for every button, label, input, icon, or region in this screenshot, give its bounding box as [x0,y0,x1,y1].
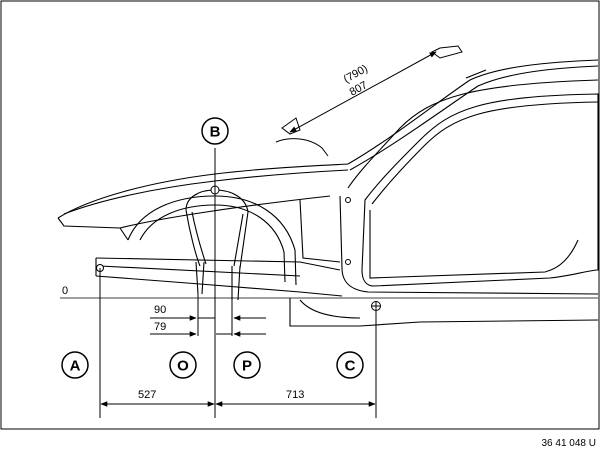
fastener-pillar-top [345,197,351,203]
reference-point-o: O [169,351,197,379]
fastener-points [96,185,381,311]
reference-label-a: A [70,358,81,375]
reference-label-p: P [242,358,252,375]
offset-dimensions [150,315,266,337]
car-body-outline [57,59,599,327]
reference-point-c: C [336,351,364,379]
reference-point-a: A [61,351,89,379]
reference-label-b: B [210,124,221,141]
dimension-79: 79 [154,321,166,333]
datum-lines [99,148,377,418]
reference-label-c: C [345,358,356,375]
dimension-713: 713 [286,389,304,401]
drawing-frame [0,0,600,430]
figure-code: 36 41 048 U [542,438,597,449]
wiper-detail [275,45,463,157]
dimension-90: 90 [154,304,166,316]
reference-label-o: O [177,358,189,375]
zero-line-label: 0 [62,285,68,297]
reference-point-p: P [233,351,261,379]
diagonal-dimension-line [289,51,437,133]
diagonal-dimension-top: (790) [342,63,370,86]
fastener-pillar-bottom [345,259,351,265]
dimension-527: 527 [138,389,156,401]
crosshair-c [372,302,380,310]
reference-point-b: B [201,117,229,145]
